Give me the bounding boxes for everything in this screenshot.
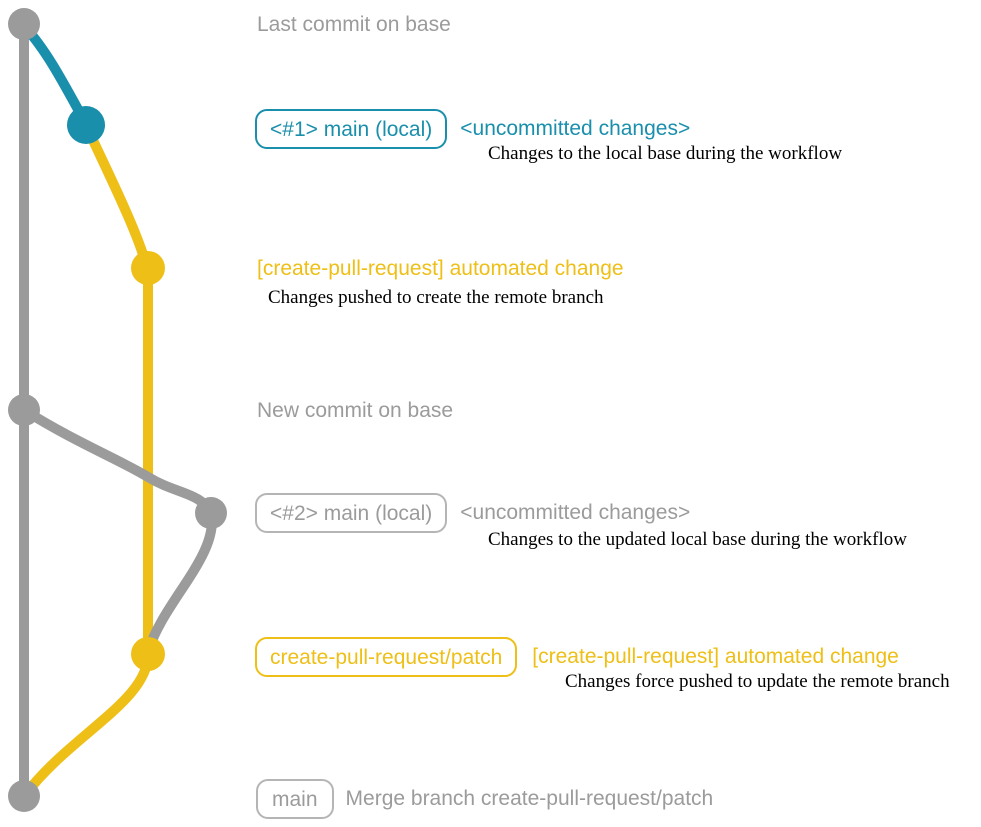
force-push-note: [create-pull-request] automated change [532,645,899,669]
base-to-local2-line [19,405,216,518]
second-local-note: <uncommitted changes> [460,501,691,525]
second-local-row: <#2> main (local) <uncommitted changes> [255,493,690,533]
first-local-note: <uncommitted changes> [460,117,691,141]
patch-branch-line [20,120,154,800]
commit-dot-patch-2 [131,637,165,671]
branch-badge-patch: create-pull-request/patch [255,637,518,677]
merge-row: main Merge branch create-pull-request/pa… [256,779,713,819]
merge-note: Merge branch create-pull-request/patch [345,787,714,811]
first-push-description: Changes pushed to create the remote bran… [268,287,604,308]
force-push-row: create-pull-request/patch [create-pull-r… [255,637,899,677]
local2-to-patch-line [143,508,217,658]
commit-dot-base-new [8,394,40,426]
force-push-description: Changes force pushed to update the remot… [565,671,950,692]
branch-badge-main-local-1: <#1> main (local) [255,109,448,149]
commit-dot-merge [8,780,40,812]
first-local-description: Changes to the local base during the wor… [488,143,843,164]
new-commit-label: New commit on base [257,399,454,422]
branch-badge-main-local-2: <#2> main (local) [255,493,448,533]
branch-badge-main: main [256,779,334,819]
first-push-note: [create-pull-request] automated change [257,257,624,280]
last-commit-label: Last commit on base [257,13,451,36]
first-local-row: <#1> main (local) <uncommitted changes> [255,109,690,149]
commit-dot-base-tip [8,8,40,40]
commit-dot-patch-1 [131,251,165,285]
commit-dot-local-1 [67,106,105,144]
commit-dot-local-2 [195,497,227,529]
second-local-description: Changes to the updated local base during… [488,529,907,550]
commit-graph [8,8,227,812]
